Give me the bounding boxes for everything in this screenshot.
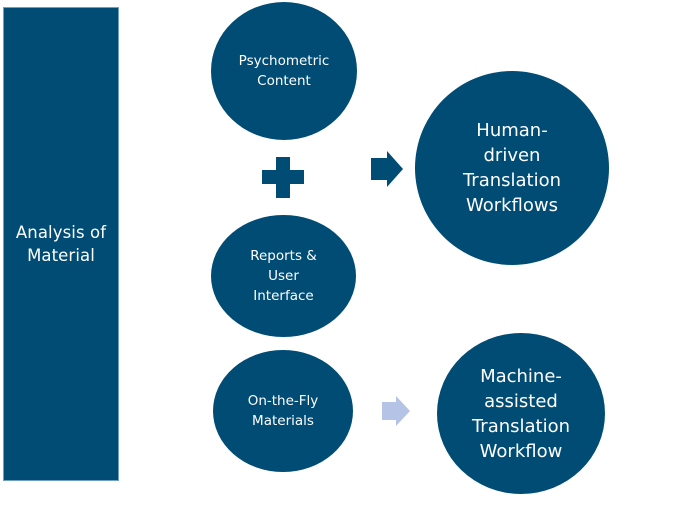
label-line: Materials — [252, 413, 314, 429]
label-line: Interface — [253, 288, 314, 304]
label-line: driven — [483, 145, 541, 166]
label-line: assisted — [484, 390, 558, 412]
arrow-right-icon — [382, 396, 410, 426]
on-the-fly-materials-node: On-the-Fly Materials — [213, 350, 353, 472]
psychometric-content-node: Psychometric Content — [211, 2, 357, 140]
label-line: Analysis of — [15, 223, 107, 242]
label-line: Content — [257, 73, 311, 89]
machine-assisted-translation-workflow-label: Machine- assisted Translation Workflow — [472, 364, 570, 464]
label-line: Machine- — [480, 365, 562, 387]
human-driven-translation-workflows-node: Human- driven Translation Workflows — [415, 71, 609, 265]
label-line: Reports & — [250, 248, 317, 264]
psychometric-content-label: Psychometric Content — [239, 51, 330, 91]
human-driven-translation-workflows-label: Human- driven Translation Workflows — [463, 118, 561, 218]
label-line: Psychometric — [238, 53, 330, 69]
on-the-fly-materials-label: On-the-Fly Materials — [248, 391, 319, 431]
label-line: Workflow — [479, 440, 563, 462]
reports-user-interface-label: Reports & User Interface — [250, 246, 317, 306]
label-line: Translation — [471, 415, 571, 437]
label-line: Workflows — [465, 195, 558, 216]
label-line: Material — [27, 246, 95, 265]
label-line: Human- — [476, 120, 548, 141]
machine-assisted-translation-workflow-node: Machine- assisted Translation Workflow — [437, 333, 605, 494]
plus-icon — [262, 157, 304, 198]
label-line: User — [268, 268, 299, 284]
label-line: On-the-Fly — [247, 393, 319, 409]
reports-user-interface-node: Reports & User Interface — [211, 215, 356, 337]
label-line: Translation — [462, 170, 562, 191]
analysis-of-material-label: Analysis of Material — [16, 221, 106, 267]
arrow-right-icon — [371, 151, 403, 187]
analysis-of-material-block: Analysis of Material — [3, 7, 119, 481]
